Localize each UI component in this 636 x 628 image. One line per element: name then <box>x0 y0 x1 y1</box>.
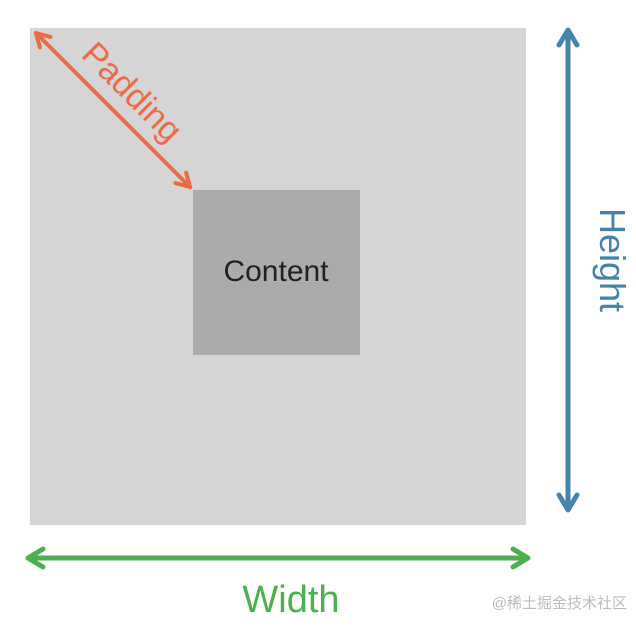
watermark-text: @稀土掘金技术社区 <box>492 595 627 612</box>
padding-arrowhead-end-icon <box>173 170 192 189</box>
width-arrowhead-left-icon <box>25 546 46 570</box>
width-arrow <box>25 546 531 570</box>
width-arrowhead-right-icon <box>510 546 531 570</box>
padding-arrowhead-start-icon <box>34 31 53 50</box>
height-arrow <box>556 27 580 513</box>
height-label: Height <box>592 208 633 312</box>
height-arrowhead-bottom-icon <box>556 492 580 513</box>
content-box <box>193 190 360 355</box>
content-label: Content <box>223 255 329 288</box>
padding-arrow <box>34 31 192 189</box>
height-arrowhead-top-icon <box>556 27 580 48</box>
width-label: Width <box>242 579 339 621</box>
padding-arrow-shaft <box>34 31 192 189</box>
